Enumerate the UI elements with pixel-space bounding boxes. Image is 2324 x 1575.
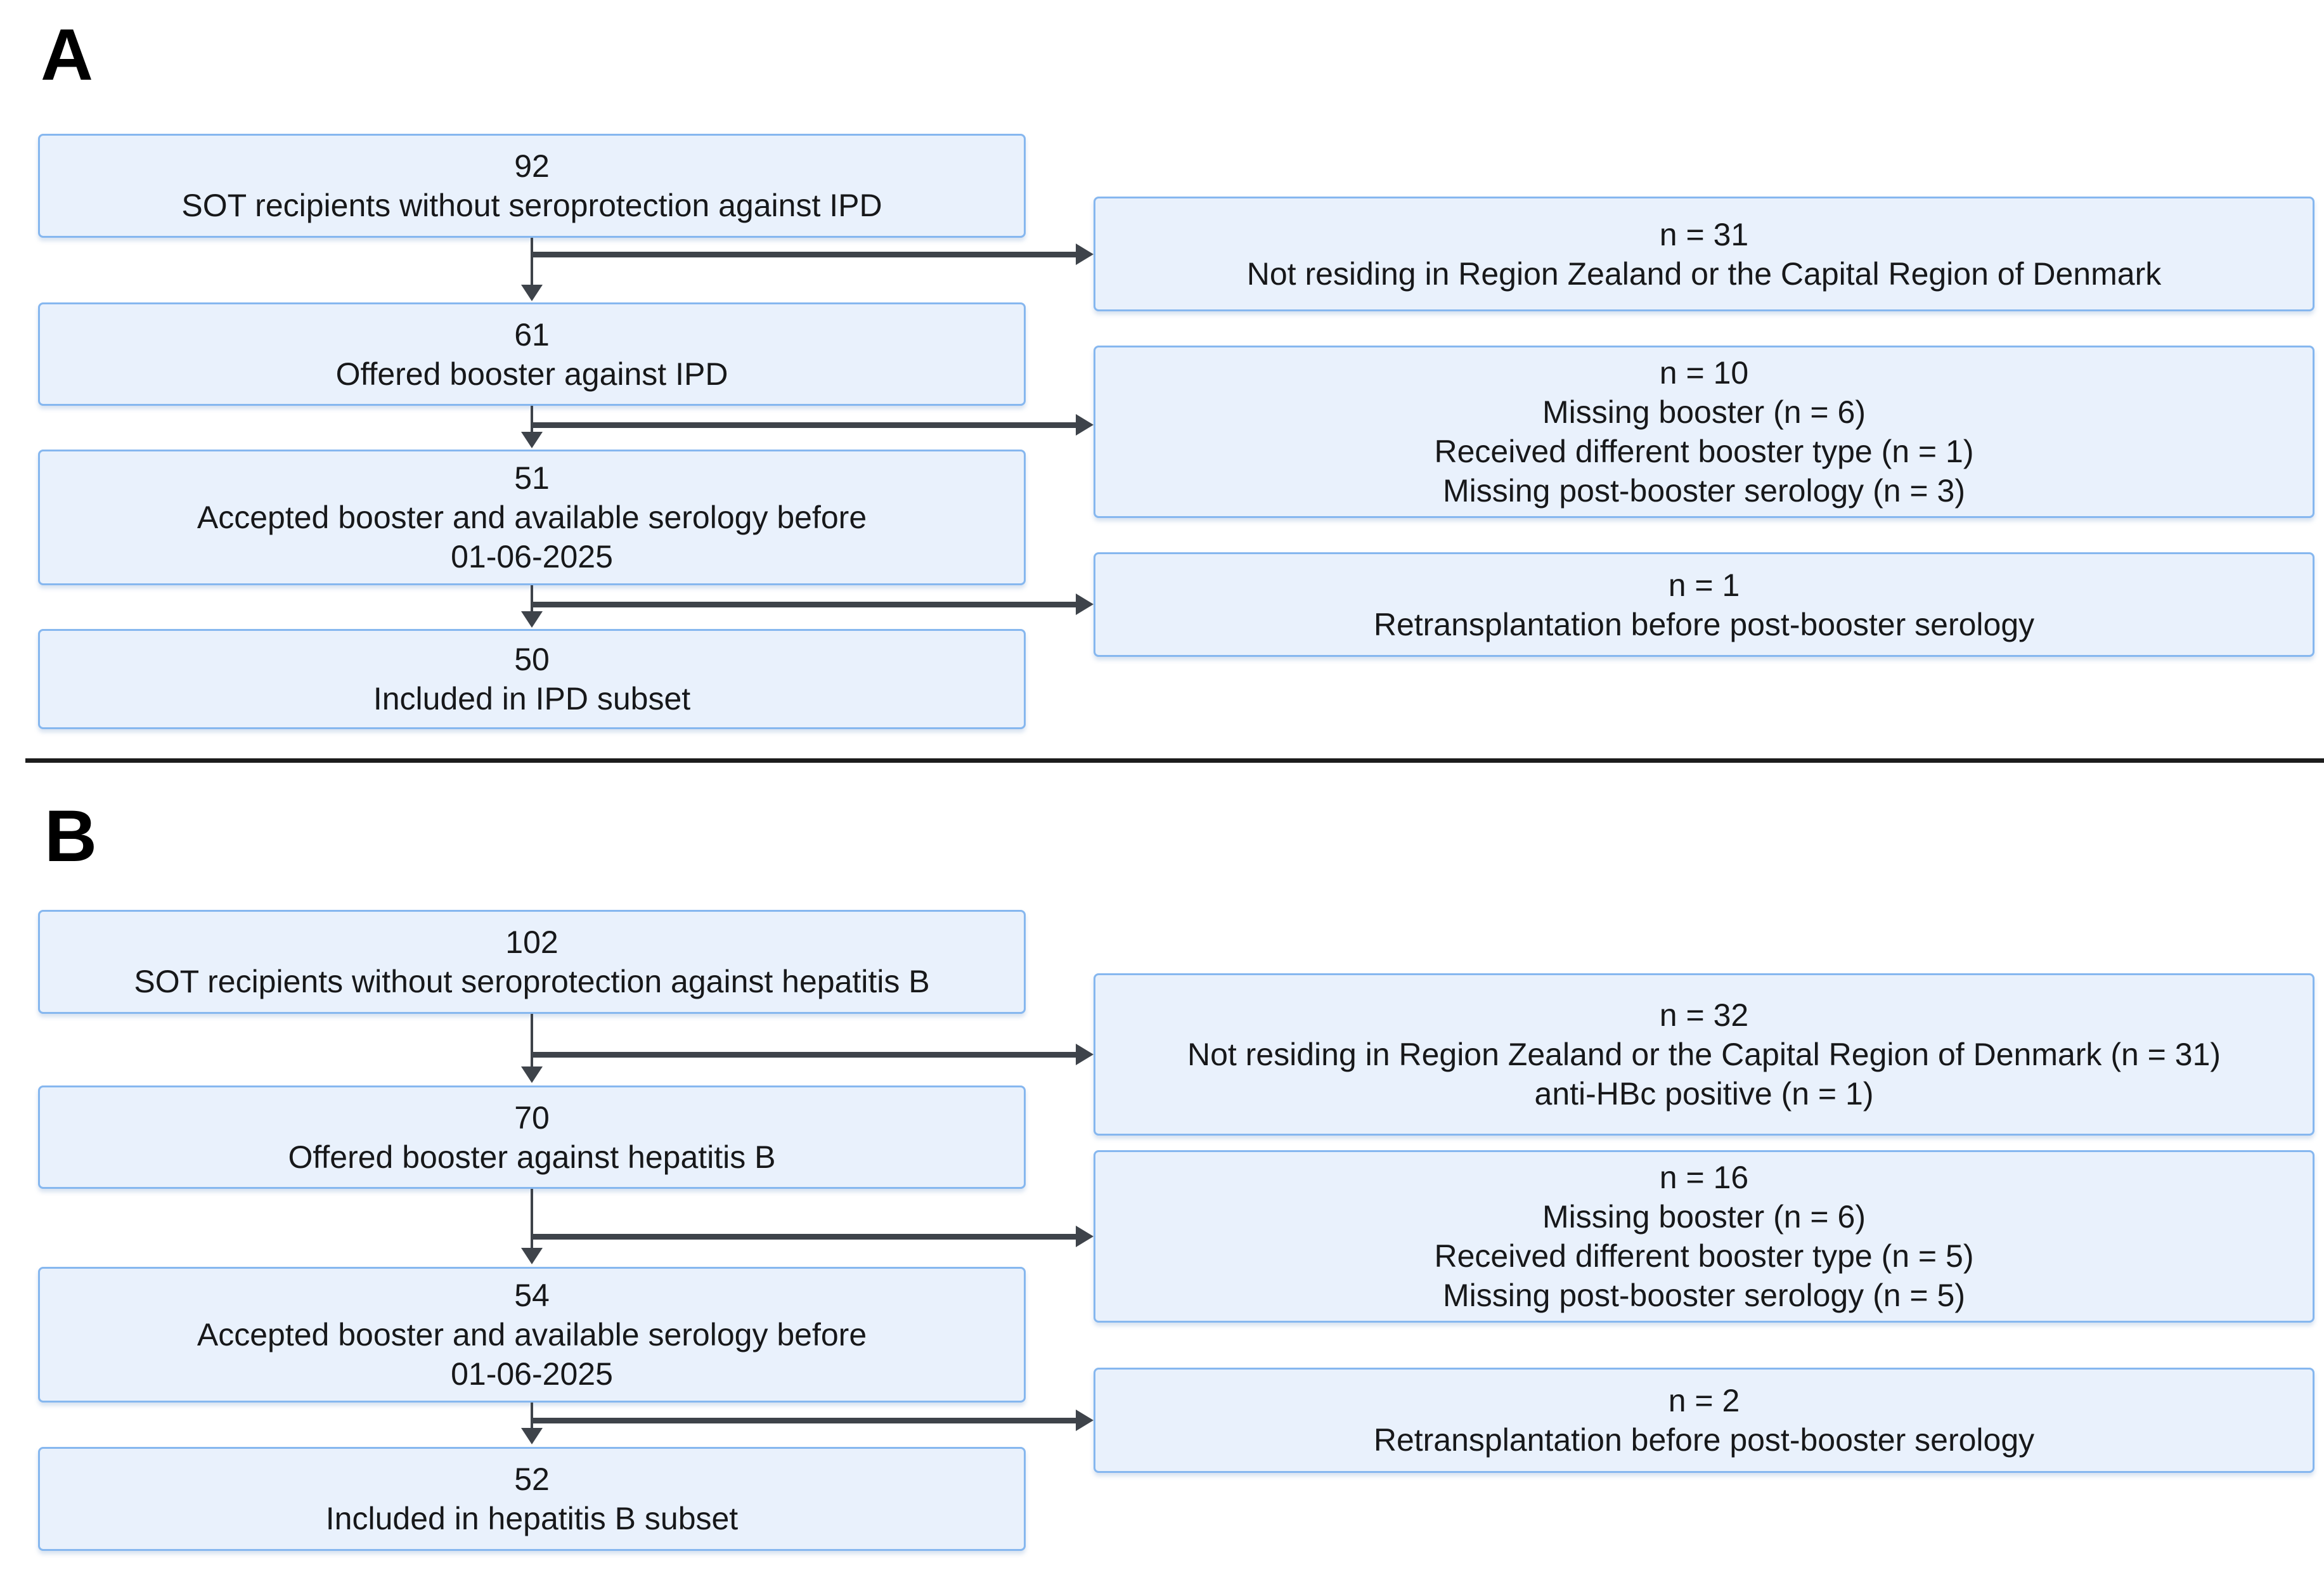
arrow-line (532, 1418, 1076, 1423)
box-label-line: SOT recipients without seroprotection ag… (134, 964, 930, 999)
box-label-line: Offered booster against hepatitis B (288, 1139, 776, 1175)
flow-box-b-step-3: 54 Accepted booster and available serolo… (38, 1267, 1026, 1403)
box-label-line: Received different booster type (n = 1) (1434, 434, 1974, 469)
arrow-line (531, 1189, 533, 1248)
arrow-line (531, 1014, 533, 1066)
box-count: 102 (505, 924, 558, 960)
panel-label-a: A (41, 15, 94, 96)
flow-box-a-step-3: 51 Accepted booster and available serolo… (38, 450, 1026, 585)
box-count: n = 31 (1659, 216, 1749, 252)
box-label-line: Missing post-booster serology (n = 3) (1443, 473, 1965, 509)
arrow-down-icon (521, 285, 543, 301)
arrow-down-icon (521, 611, 543, 628)
box-count: 61 (514, 316, 550, 353)
box-count: 92 (514, 148, 550, 184)
arrow-right-icon (1076, 593, 1094, 615)
box-label-line: Offered booster against IPD (335, 356, 728, 392)
arrow-line (531, 1403, 533, 1428)
exclusion-box-b-3: n = 2 Retransplantation before post-boos… (1094, 1368, 2314, 1473)
box-count: n = 10 (1659, 355, 1749, 391)
box-label-line: Retransplantation before post-booster se… (1373, 606, 2035, 642)
box-label-line: Missing booster (n = 6) (1542, 394, 1866, 430)
exclusion-box-a-2: n = 10 Missing booster (n = 6) Received … (1094, 346, 2314, 518)
exclusion-box-a-3: n = 1 Retransplantation before post-boos… (1094, 552, 2314, 657)
box-label-line: Not residing in Region Zealand or the Ca… (1187, 1037, 2221, 1072)
flow-box-b-step-1: 102 SOT recipients without seroprotectio… (38, 910, 1026, 1014)
box-label-line: Not residing in Region Zealand or the Ca… (1246, 256, 2162, 292)
box-label-line: anti-HBc positive (n = 1) (1534, 1076, 1874, 1112)
box-label-line: Accepted booster and available serology … (197, 500, 867, 535)
box-label-line: Accepted booster and available serology … (197, 1317, 867, 1352)
box-count: 70 (514, 1099, 550, 1136)
arrow-line (531, 406, 533, 432)
box-count: 51 (514, 460, 550, 496)
box-label-line: Included in hepatitis B subset (325, 1501, 739, 1536)
box-label-line: 01-06-2025 (451, 539, 613, 574)
flow-box-b-step-4: 52 Included in hepatitis B subset (38, 1447, 1026, 1551)
arrow-line (532, 1234, 1076, 1240)
box-label-line: Included in IPD subset (373, 681, 691, 716)
box-count: n = 16 (1659, 1160, 1749, 1195)
exclusion-box-a-1: n = 31 Not residing in Region Zealand or… (1094, 197, 2314, 311)
arrow-right-icon (1076, 1410, 1094, 1431)
arrow-line (532, 422, 1076, 428)
box-count: n = 2 (1668, 1383, 1740, 1418)
flow-box-a-step-2: 61 Offered booster against IPD (38, 302, 1026, 406)
arrow-down-icon (521, 1428, 543, 1444)
box-count: 50 (514, 642, 550, 677)
box-label-line: Received different booster type (n = 5) (1434, 1238, 1974, 1274)
arrow-line (532, 252, 1076, 257)
arrow-line (532, 602, 1076, 607)
box-label-line: Missing post-booster serology (n = 5) (1443, 1278, 1965, 1313)
flow-box-a-step-1: 92 SOT recipients without seroprotection… (38, 134, 1026, 238)
arrow-down-icon (521, 1248, 543, 1264)
flow-box-b-step-2: 70 Offered booster against hepatitis B (38, 1086, 1026, 1189)
arrow-right-icon (1076, 414, 1094, 436)
box-count: 52 (514, 1462, 550, 1497)
arrow-down-icon (521, 1066, 543, 1083)
arrow-down-icon (521, 432, 543, 448)
box-count: 54 (514, 1278, 550, 1313)
arrow-right-icon (1076, 243, 1094, 265)
panel-label-b: B (44, 796, 98, 877)
arrow-right-icon (1076, 1226, 1094, 1247)
flow-box-a-step-4: 50 Included in IPD subset (38, 629, 1026, 729)
box-count: n = 32 (1659, 997, 1749, 1033)
arrow-line (532, 1052, 1076, 1058)
box-label-line: Missing booster (n = 6) (1542, 1199, 1866, 1235)
arrow-line (531, 585, 533, 611)
box-label-line: 01-06-2025 (451, 1356, 613, 1392)
panel-divider (25, 758, 2324, 763)
arrow-right-icon (1076, 1044, 1094, 1065)
box-label-line: SOT recipients without seroprotection ag… (181, 188, 882, 223)
exclusion-box-b-2: n = 16 Missing booster (n = 6) Received … (1094, 1150, 2314, 1323)
exclusion-box-b-1: n = 32 Not residing in Region Zealand or… (1094, 973, 2314, 1136)
arrow-line (531, 238, 533, 285)
box-label-line: Retransplantation before post-booster se… (1373, 1422, 2035, 1458)
box-count: n = 1 (1668, 567, 1740, 603)
